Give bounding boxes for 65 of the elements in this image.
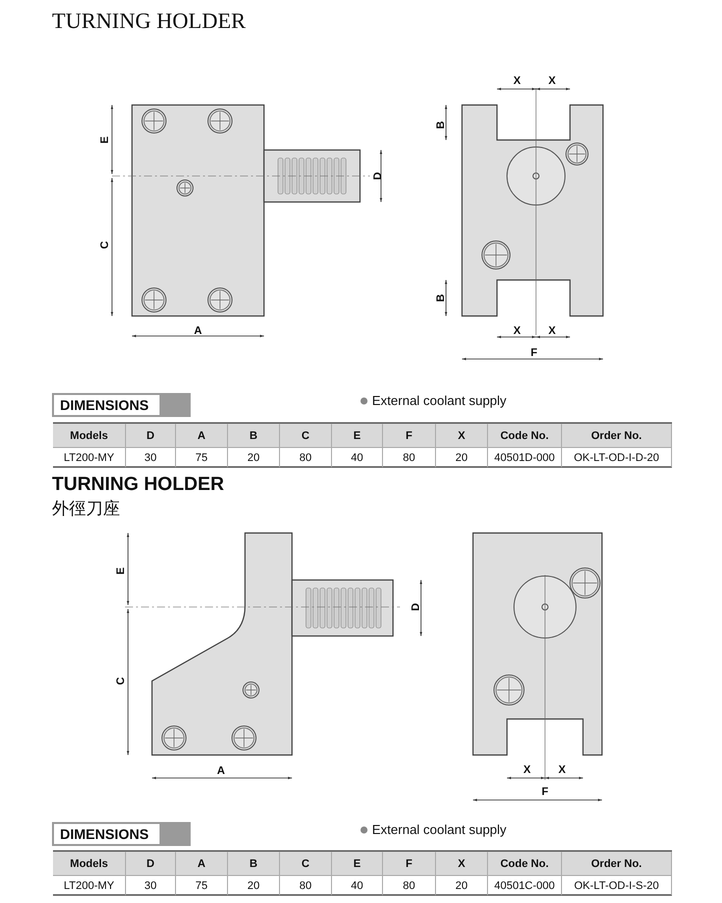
table-header-cell: B: [228, 852, 280, 876]
table-cell: 30: [126, 448, 176, 467]
table-header-cell: X: [436, 424, 488, 448]
page-title: TURNING HOLDER: [52, 8, 246, 34]
table-header-cell: C: [280, 852, 332, 876]
table-cell: 75: [176, 448, 228, 467]
table-cell: 80: [383, 448, 436, 467]
table-header-cell: Models: [53, 424, 126, 448]
dimension-label: E: [115, 567, 127, 575]
table-cell: 20: [436, 448, 488, 467]
note-text: External coolant supply: [372, 822, 506, 837]
table-header-cell: B: [228, 424, 280, 448]
dimension-label: X: [548, 75, 556, 87]
dimension-label: B: [435, 294, 447, 302]
table-cell: OK-LT-OD-I-D-20: [562, 448, 672, 467]
table-header-cell: D: [126, 424, 176, 448]
dimension-label: B: [435, 121, 447, 129]
table-header-cell: Models: [53, 852, 126, 876]
table-header-cell: F: [383, 424, 436, 448]
dimension-label: C: [115, 677, 127, 685]
table-cell: 40: [332, 448, 383, 467]
dimension-label: D: [372, 172, 384, 180]
dimension-label: E: [99, 136, 111, 144]
table-header-cell: Code No.: [488, 424, 562, 448]
table-header-cell: Order No.: [562, 852, 672, 876]
table-cell: OK-LT-OD-I-S-20: [562, 876, 672, 895]
table-cell: 80: [280, 448, 332, 467]
dimension-label: X: [513, 325, 521, 337]
dimension-label: X: [548, 325, 556, 337]
table-header-cell: Code No.: [488, 852, 562, 876]
table-header-cell: E: [332, 424, 383, 448]
table-header-cell: C: [280, 424, 332, 448]
section-subheading: 外徑刀座: [52, 498, 120, 520]
table-cell: 20: [228, 448, 280, 467]
dimension-label: X: [558, 764, 566, 776]
table-header-cell: A: [176, 424, 228, 448]
table-cell: 20: [436, 876, 488, 895]
note-text: External coolant supply: [372, 393, 506, 408]
section-heading: TURNING HOLDER: [52, 474, 224, 496]
table-header-cell: F: [383, 852, 436, 876]
section-tab: DIMENSIONS: [52, 393, 191, 417]
table-header-cell: A: [176, 852, 228, 876]
dimension-label: F: [530, 347, 538, 359]
dimension-label: C: [99, 241, 111, 249]
table-header-cell: X: [436, 852, 488, 876]
table-cell: 80: [383, 876, 436, 895]
table-cell: 80: [280, 876, 332, 895]
table-header-cell: Order No.: [562, 424, 672, 448]
table-cell: LT200-MY: [53, 876, 126, 895]
table-cell: 30: [126, 876, 176, 895]
dimension-label: F: [542, 786, 548, 798]
table-cell: 20: [228, 876, 280, 895]
table-cell: 75: [176, 876, 228, 895]
table-cell: LT200-MY: [53, 448, 126, 467]
table-header-cell: D: [126, 852, 176, 876]
dimension-label: X: [513, 75, 521, 87]
dimension-label: A: [217, 765, 225, 777]
dimension-label: X: [523, 764, 531, 776]
dimension-label: A: [194, 325, 202, 337]
section-tab: DIMENSIONS: [52, 822, 191, 846]
table-header-cell: E: [332, 852, 383, 876]
table-cell: 40501D-000: [488, 448, 562, 467]
table-cell: 40: [332, 876, 383, 895]
table-cell: 40501C-000: [488, 876, 562, 895]
dimension-label: D: [410, 603, 422, 611]
